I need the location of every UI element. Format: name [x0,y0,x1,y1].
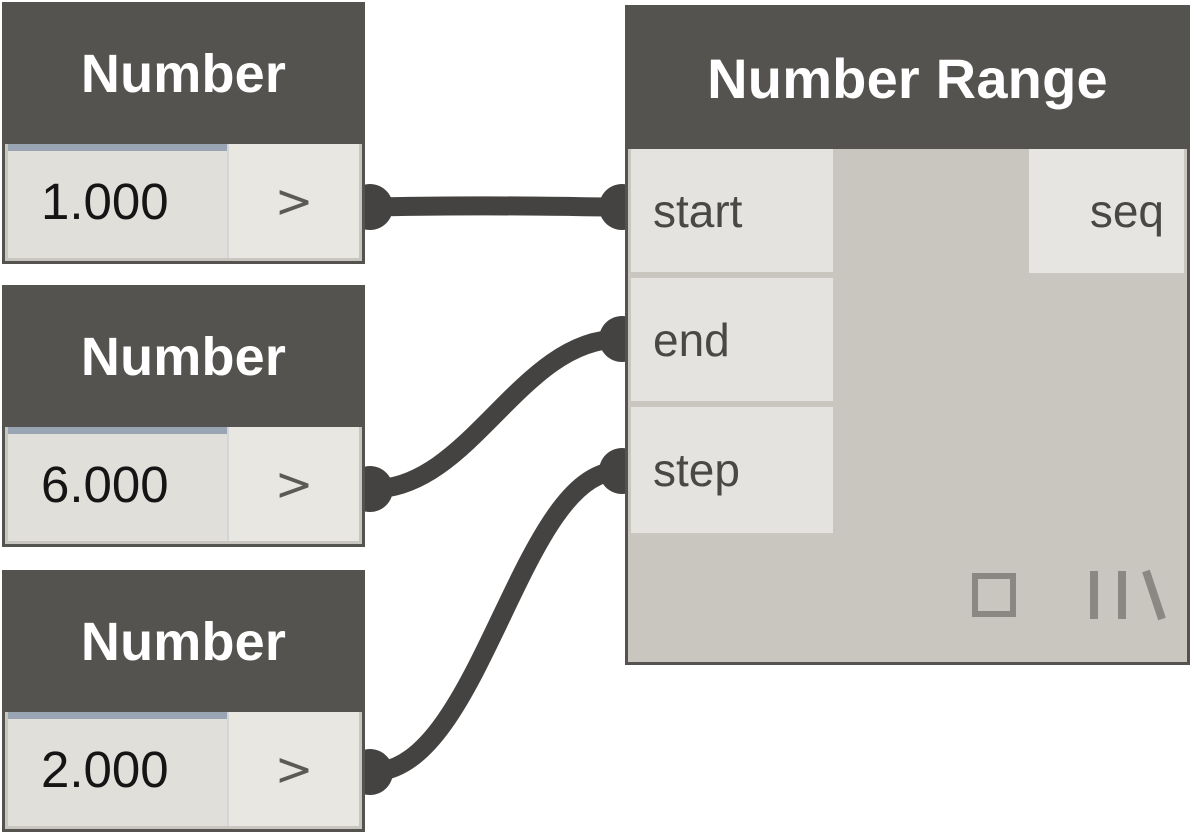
wire-number1-to-start [362,196,628,217]
value-field-accent-strip [8,427,227,434]
input-port-end-label: end [653,313,730,366]
lacing-shortest-icon[interactable] [1088,569,1166,621]
number-2-value-field[interactable]: 6.000 [8,427,227,541]
input-port-step-label: step [653,444,740,496]
value-field-accent-strip [8,144,227,151]
node-number-range-body: start end step seq [631,149,1184,659]
wire-number3-to-step [362,461,628,782]
node-footer-toolbar [972,569,1166,621]
output-port-seq-label: seq [1089,185,1164,237]
number-2-expander-button[interactable]: > [227,427,359,541]
square-outline-icon[interactable] [972,573,1016,617]
node-number-1[interactable]: Number 1.000 > [2,2,365,264]
number-2-value: 6.000 [41,455,169,513]
number-3-expander-button[interactable]: > [227,712,359,826]
number-1-value: 1.000 [41,172,169,230]
input-port-start-label: start [653,184,743,237]
node-number-2[interactable]: Number 6.000 > [2,285,365,547]
chevron-right-icon: > [274,742,314,796]
output-port-seq[interactable]: seq [1029,149,1184,273]
chevron-right-icon: > [274,174,314,228]
number-3-value: 2.000 [41,740,169,798]
node-number-3[interactable]: Number 2.000 > [2,570,365,832]
input-port-step[interactable]: step [631,407,833,533]
node-number-3-body: 2.000 > [8,712,359,826]
node-number-1-body: 1.000 > [8,144,359,258]
number-1-expander-button[interactable]: > [227,144,359,258]
value-field-accent-strip [8,712,227,719]
node-number-2-title: Number [5,288,362,427]
node-number-1-title: Number [5,5,362,144]
node-number-range-title: Number Range [628,8,1187,149]
chevron-right-icon: > [274,457,314,511]
number-3-value-field[interactable]: 2.000 [8,712,227,826]
node-number-range[interactable]: Number Range start end step seq [625,5,1190,665]
input-port-start[interactable]: start [631,149,833,275]
node-number-2-body: 6.000 > [8,427,359,541]
node-number-3-title: Number [5,573,362,712]
wire-number2-to-end [362,329,628,499]
number-1-value-field[interactable]: 1.000 [8,144,227,258]
input-port-end[interactable]: end [631,278,833,404]
